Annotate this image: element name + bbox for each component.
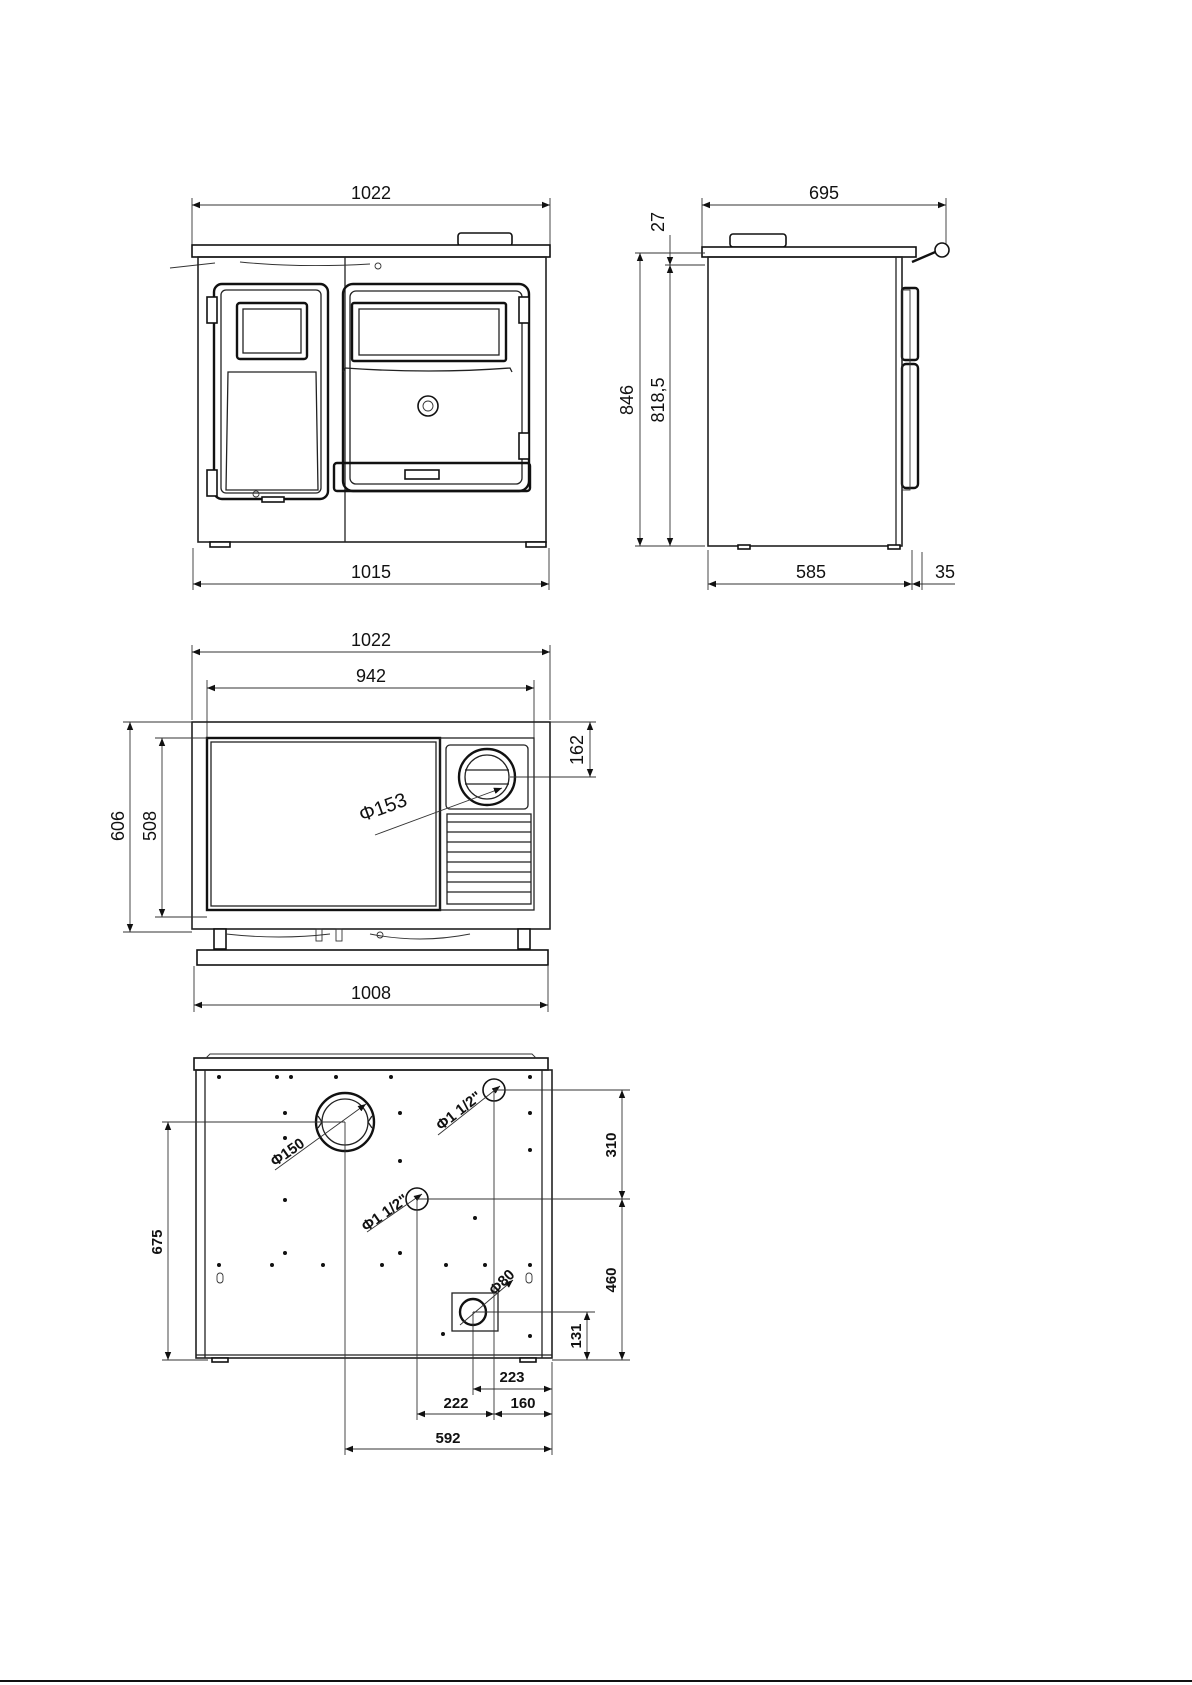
rear-upper-pipe-diameter-dim: Φ1 1/2" (433, 1088, 485, 1134)
side-top-depth-dim: 695 (809, 183, 839, 203)
rear-flue-height-dim: 675 (149, 1229, 166, 1254)
top-overall-width-dim: 1022 (351, 630, 391, 650)
side-total-height-dim: 846 (617, 385, 637, 415)
top-flue-offset-dim: 162 (567, 735, 587, 765)
page-bottom-rule (0, 1680, 1192, 1682)
rear-upper-pipe-spacing-dim: 310 (603, 1132, 620, 1157)
top-base-width-dim: 1008 (351, 983, 391, 1003)
rear-view: Φ150 Φ1 1/2" Φ1 1/2" Φ80 675 310 460 131 (149, 1054, 630, 1455)
side-body-height-dim: 818,5 (648, 377, 668, 422)
side-handle-offset-dim: 35 (935, 562, 955, 582)
top-plate-width-dim: 942 (356, 666, 386, 686)
front-view: 1022 (170, 183, 550, 590)
rear-right-offset-dim: 160 (510, 1395, 535, 1412)
rear-air-inlet-height-dim: 131 (568, 1323, 585, 1348)
front-top-width-dim: 1022 (351, 183, 391, 203)
rear-lower-pipe-offset-dim: 222 (443, 1395, 468, 1412)
top-plate-depth-dim: 508 (140, 811, 160, 841)
rear-lower-pipe-height-dim: 460 (603, 1267, 620, 1292)
top-view: 1022 942 Φ153 (108, 630, 596, 1012)
rear-lower-pipe-diameter-dim: Φ1 1/2" (359, 1191, 412, 1235)
rear-air-inlet-diameter-dim: Φ80 (486, 1266, 519, 1299)
side-body-depth-dim: 585 (796, 562, 826, 582)
rear-air-inlet-offset-dim: 223 (499, 1369, 524, 1386)
front-base-width-dim: 1015 (351, 562, 391, 582)
rear-flue-diameter-dim: Φ150 (268, 1135, 308, 1170)
top-overall-depth-dim: 606 (108, 811, 128, 841)
side-view: 695 846 818,5 27 585 35 (617, 183, 955, 590)
rear-flue-offset-dim: 592 (435, 1430, 460, 1447)
side-top-thickness-dim: 27 (648, 212, 668, 232)
top-flue-diameter-dim: Φ153 (356, 789, 410, 827)
